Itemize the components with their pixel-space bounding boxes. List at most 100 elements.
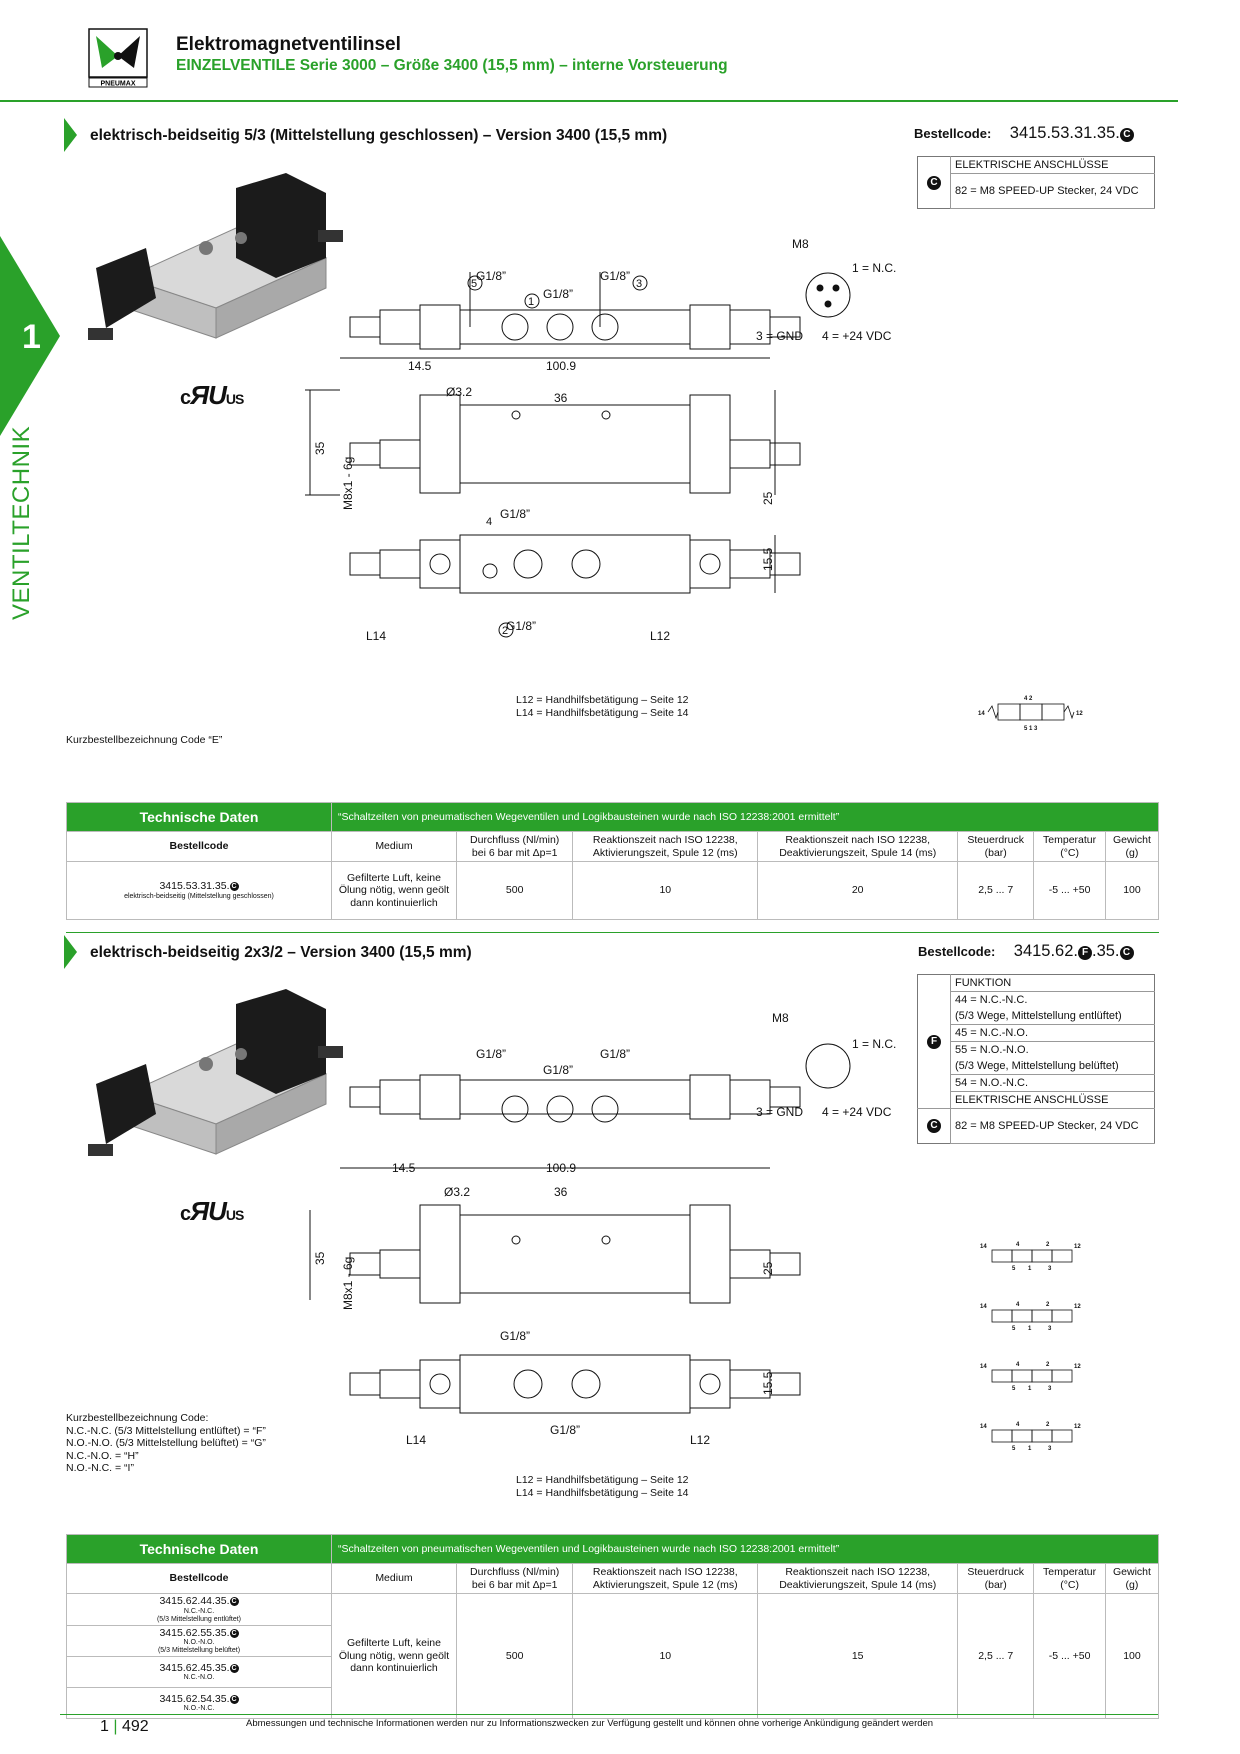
badge-f-icon: F [1078,946,1092,960]
svg-text:1: 1 [1028,1446,1032,1452]
svg-text:5: 5 [1012,1386,1016,1392]
badge-c-icon: C [927,175,941,190]
svg-text:100.9: 100.9 [546,1161,576,1175]
ordercode-value: 3415.53.31.35. [1009,124,1120,142]
svg-text:35: 35 [313,441,327,455]
section-divider [66,932,1159,933]
svg-text:12: 12 [1074,1424,1081,1430]
svg-text:L14: L14 [366,629,386,643]
ul-cert-icon: cЯUUS [180,380,244,410]
svg-text:Ø3.2: Ø3.2 [444,1185,470,1199]
svg-text:3: 3 [1048,1386,1052,1392]
svg-text:3 = GND: 3 = GND [756,1105,803,1119]
svg-text:36: 36 [554,391,568,405]
svg-text:2: 2 [1046,1302,1050,1308]
section2-shortcode: Kurzbestellbezeichnung Code: N.C.-N.C. (… [66,1412,266,1474]
section1-ordercode: Bestellcode: 3415.53.31.35.C [914,124,1134,143]
section1-title: elektrisch-beidseitig 5/3 (Mittelstellun… [90,127,668,144]
svg-text:14: 14 [978,711,985,717]
svg-text:4: 4 [486,516,492,528]
svg-text:2: 2 [1046,1242,1050,1248]
svg-text:G1/8”: G1/8” [500,507,530,521]
svg-text:14: 14 [980,1424,987,1430]
tech-data-table-2: Technische Daten “Schaltzeiten von pneum… [66,1534,1160,1719]
section2-ordercode: Bestellcode: 3415.62.F.35.C [918,942,1134,961]
svg-text:4 = +24 VDC: 4 = +24 VDC [822,1105,892,1119]
svg-text:5: 5 [471,278,477,290]
svg-text:35: 35 [313,1251,327,1265]
svg-text:1 = N.C.: 1 = N.C. [852,261,896,275]
logo: PNEUMAX [88,28,148,88]
svg-text:14: 14 [980,1244,987,1250]
svg-text:1: 1 [1028,1326,1032,1332]
svg-text:12: 12 [1074,1364,1081,1370]
chapter-tab [0,236,60,436]
product-photo [86,984,348,1184]
svg-text:14.5: 14.5 [408,359,432,373]
svg-text:G1/8”: G1/8” [476,1047,506,1061]
svg-text:100.9: 100.9 [546,359,576,373]
svg-text:15.5: 15.5 [761,547,775,571]
svg-text:G1/8”: G1/8” [600,1047,630,1061]
valve-symbol-1: 4 2 14 12 5 1 3 [978,696,1083,732]
section-arrow-icon [64,118,77,152]
svg-text:5: 5 [1012,1326,1016,1332]
svg-text:12: 12 [1074,1244,1081,1250]
svg-text:3: 3 [1048,1326,1052,1332]
page-subtitle: EINZELVENTILE Serie 3000 – Größe 3400 (1… [176,57,728,74]
svg-text:5 1 3: 5 1 3 [1024,726,1038,732]
svg-text:4: 4 [1016,1302,1020,1308]
svg-text:M8x1 - 6g: M8x1 - 6g [341,457,355,510]
chapter-number: 1 [22,318,41,356]
section2-codebox: F FUNKTION 44 = N.C.-N.C. (5/3 Wege, Mit… [917,974,1155,1144]
svg-text:14.5: 14.5 [392,1161,416,1175]
svg-text:4 2: 4 2 [1024,696,1033,702]
svg-text:5: 5 [1012,1266,1016,1272]
svg-text:36: 36 [554,1185,568,1199]
svg-text:4: 4 [1016,1242,1020,1248]
section2-legend: L12 = Handhilfsbetätigung – Seite 12 L14… [516,1474,689,1499]
section-arrow-icon [64,935,77,969]
svg-text:G1/8”: G1/8” [506,619,536,633]
svg-text:3: 3 [1048,1266,1052,1272]
svg-text:25: 25 [761,491,775,505]
svg-text:G1/8”: G1/8” [476,269,506,283]
svg-text:5: 5 [1012,1446,1016,1452]
footer-disclaimer: Abmessungen und technische Informationen… [246,1718,934,1729]
svg-text:G1/8”: G1/8” [543,1063,573,1077]
section1-shortcode: Kurzbestellbezeichnung Code “E” [66,734,223,746]
chapter-label: VENTILTECHNIK [8,425,35,620]
section2-title: elektrisch-beidseitig 2x3/2 – Version 34… [90,944,472,961]
svg-text:2: 2 [1046,1422,1050,1428]
tech-data-table-1: Technische Daten “Schaltzeiten von pneum… [66,802,1160,920]
svg-text:12: 12 [1074,1304,1081,1310]
svg-text:1: 1 [528,296,534,308]
svg-text:25: 25 [761,1261,775,1275]
svg-text:M8: M8 [772,1011,789,1025]
svg-text:4 = +24 VDC: 4 = +24 VDC [822,329,892,343]
svg-text:M8x1 - 6g: M8x1 - 6g [341,1257,355,1310]
svg-text:L14: L14 [406,1433,426,1447]
svg-text:3: 3 [1048,1446,1052,1452]
section1-codebox: C ELEKTRISCHE ANSCHLÜSSE 82 = M8 SPEED-U… [917,156,1155,209]
page-title: Elektromagnetventilinsel [176,34,401,55]
svg-text:14: 14 [980,1304,987,1310]
svg-text:G1/8”: G1/8” [500,1329,530,1343]
header-divider [0,100,1178,102]
footer-page: 1 | 492 [100,1718,149,1735]
footer-divider [60,1714,1158,1715]
svg-text:4: 4 [1016,1422,1020,1428]
svg-text:1: 1 [1028,1266,1032,1272]
svg-text:L12: L12 [650,629,670,643]
technical-drawing-2: M8 1 = N.C. 3 = GND 4 = +24 VDC G1/8” G1… [309,1011,896,1447]
svg-text:L12: L12 [690,1433,710,1447]
svg-text:M8: M8 [792,237,809,251]
svg-text:14: 14 [980,1364,987,1370]
svg-text:15.5: 15.5 [761,1371,775,1395]
svg-text:2: 2 [1046,1362,1050,1368]
